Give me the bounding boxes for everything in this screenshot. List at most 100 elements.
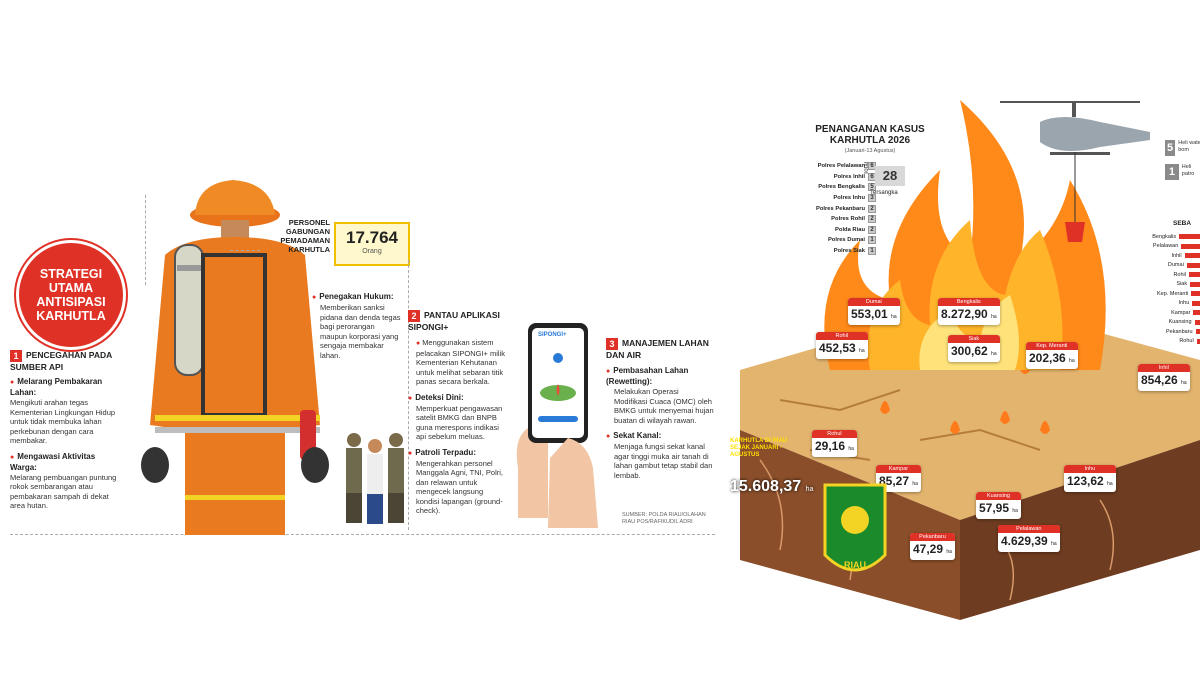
cases-subtitle: (Januari-13 Agustus) [844, 148, 896, 154]
seb-label: Pelalawan [1152, 243, 1179, 250]
badge-title: STRATEGI UTAMA ANTISIPASI KARHUTLA [36, 267, 106, 323]
step3-item: Sekat Kanal: Menjaga fungsi sekat kanal … [606, 431, 714, 480]
step3-number: 3 [606, 338, 618, 350]
seb-label: Kuansing [1168, 319, 1192, 326]
seb-row: Siak [1140, 280, 1200, 290]
riau-seal-icon: RIAU [823, 483, 887, 572]
total-value: 28 [875, 166, 905, 186]
badge-connector [145, 195, 146, 285]
seb-label: Kep. Meranti [1157, 290, 1189, 297]
seb-row: Inhu [1140, 299, 1200, 309]
firefighter-illustration [141, 180, 329, 535]
step1-item-title: Melarang Pembakaran Lahan: [10, 377, 122, 398]
seb-label: Rohil [1173, 271, 1186, 278]
step1-item: Melarang Pembakaran Lahan: Mengikuti ara… [10, 377, 122, 446]
seb-row: Rohil [1140, 270, 1200, 280]
penegakan-block: Penegakan Hukum: Memberikan sanksi pidan… [312, 292, 402, 360]
seb-heading: SEBA [1173, 220, 1192, 227]
step3-item: Pembasahan Lahan (Rewetting): Melakukan … [606, 366, 714, 425]
seal-text: RIAU [844, 560, 866, 570]
helicopter-illustration [1000, 101, 1150, 242]
seb-label: Kampar [1171, 309, 1191, 316]
step2-item-body: Memperkuat pengawasan satelit BMKG dan B… [416, 403, 503, 442]
step1-heading-text: PENCEGAHAN PADA SUMBER API [10, 350, 112, 372]
seb-label: Bengkalis [1152, 233, 1177, 240]
personel-label: PERSONEL GABUNGAN PEMADAMAN KARHUTLA [280, 218, 330, 254]
seb-bar [1184, 253, 1200, 259]
personel-box: 17.764 Orang [334, 222, 410, 266]
seb-row: Dumai [1140, 261, 1200, 271]
seb-bar [1196, 338, 1200, 344]
karhutla-label: KARHUTLA DI RIAU SEJAK JANUARI - AGUSTUS [730, 438, 788, 458]
step2-heading-text: PANTAU APLIKASI SIPONGI+ [408, 310, 500, 332]
seb-bar [1190, 281, 1200, 287]
seb-row: Rohul [1140, 337, 1200, 347]
seb-label: Inhil [1171, 252, 1182, 259]
seb-label: Siak [1176, 281, 1188, 288]
seb-row: Kuansing [1140, 318, 1200, 328]
seb-row: Pelalawan [1140, 242, 1200, 252]
seb-bar [1193, 310, 1200, 316]
step1-item: Mengawasi Aktivitas Warga: Melarang pemb… [10, 452, 122, 511]
step2-item-title: Deteksi Dini: [408, 393, 508, 404]
step1-number: 1 [10, 350, 22, 362]
seb-bar [1189, 272, 1200, 278]
seb-bar [1186, 262, 1200, 268]
seb-bar [1195, 329, 1200, 335]
step3-item-title: Pembasahan Lahan (Rewetting): [606, 366, 714, 387]
seb-bar [1192, 300, 1200, 306]
seb-row: Kampar [1140, 308, 1200, 318]
penegakan-title: Penegakan Hukum: [312, 292, 402, 303]
step2-item-body: ● Menggunakan sistem pelacakan SIPONGI+ … [416, 338, 505, 386]
seb-label: Rohul [1179, 338, 1194, 345]
seb-row: Kep. Meranti [1140, 289, 1200, 299]
total-label: Total [864, 162, 870, 175]
seb-label: Pekanbaru [1166, 328, 1193, 335]
step2-item: ● Menggunakan sistem pelacakan SIPONGI+ … [408, 338, 508, 387]
step3-item-title: Sekat Kanal: [606, 431, 714, 442]
source-note: SUMBER: POLDA RIAU/OLAHAN RIAU POS/RAFIK… [622, 512, 706, 525]
personel-connector [230, 250, 260, 251]
seb-bar [1194, 319, 1200, 325]
step1-item-title: Mengawasi Aktivitas Warga: [10, 452, 122, 473]
step3-item-body: Menjaga fungsi sekat kanal agar tinggi m… [614, 442, 713, 480]
cases-title: PENANGANAN KASUS KARHUTLA 2026 [815, 124, 925, 146]
step2-number: 2 [408, 310, 420, 322]
personel-value: 17.764 [346, 228, 398, 247]
personel-unit: Orang [362, 248, 382, 255]
step1-item-body: Mengikuti arahan tegas Kementerian Lingk… [10, 398, 116, 445]
penegakan-body: Memberikan sanksi pidana dan denda tegas… [320, 303, 401, 360]
step2-item: Deteksi Dini: Memperkuat pengawasan sate… [408, 393, 508, 442]
step2-item-body: Mengerahkan personel Manggala Agni, TNI,… [416, 458, 503, 516]
karhutla-total: 15.608,37 ha [730, 478, 814, 495]
cases-panel: PENANGANAN KASUS KARHUTLA 2026 (Januari-… [720, 0, 1200, 675]
seb-bar [1179, 234, 1200, 240]
seb-label: Dumai [1167, 262, 1184, 269]
seb-row: Bengkalis [1140, 232, 1200, 242]
step1-item-body: Melarang pembuangan puntung rokok sembar… [10, 472, 117, 511]
seb-bar [1191, 291, 1200, 297]
phone-app-title: SIPONGI+ [538, 332, 567, 338]
phone-illustration: SIPONGI+ [508, 318, 608, 528]
